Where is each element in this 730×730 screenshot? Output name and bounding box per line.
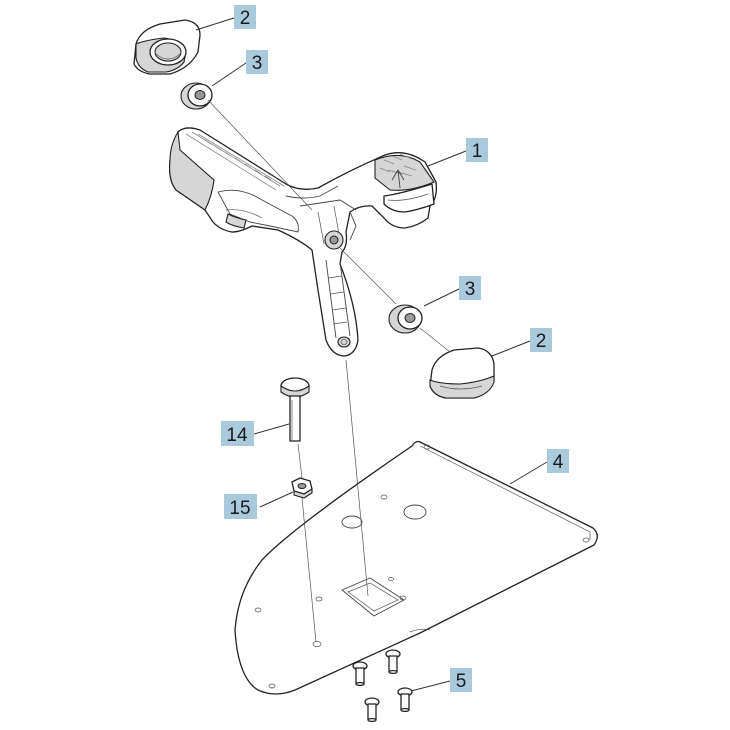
callout-label: 1 — [472, 141, 483, 162]
base-plate — [234, 440, 598, 695]
screw — [385, 649, 401, 675]
callout-1: 1 — [466, 138, 488, 162]
callout-label: 5 — [456, 671, 467, 692]
callout-label: 4 — [553, 452, 564, 473]
callout-label: 15 — [229, 498, 250, 519]
callout-2-top: 2 — [234, 5, 256, 29]
knob-bolt — [280, 377, 310, 442]
screw — [397, 687, 413, 713]
screw — [364, 697, 380, 723]
assembly-axis-lines — [207, 99, 451, 643]
callout-3-bottom: 3 — [459, 276, 481, 300]
screws — [352, 649, 413, 723]
end-cap-bottom — [429, 347, 495, 399]
handle-frame — [168, 127, 438, 357]
callout-4: 4 — [547, 449, 569, 473]
leader-lines — [195, 16, 548, 692]
callout-label: 3 — [465, 279, 476, 300]
end-cap-top — [133, 19, 201, 75]
callout-label: 14 — [226, 425, 248, 446]
callout-2-bottom: 2 — [530, 328, 552, 352]
callout-label: 2 — [240, 8, 251, 29]
bushing-top — [180, 82, 213, 110]
callout-label: 2 — [536, 331, 547, 352]
callout-15: 15 — [224, 494, 257, 519]
callout-5: 5 — [450, 668, 472, 692]
callout-14: 14 — [221, 421, 254, 446]
nut — [291, 477, 313, 499]
bushing-bottom — [388, 304, 423, 334]
screw — [352, 661, 368, 687]
callout-label: 3 — [252, 53, 263, 74]
callout-3-top: 3 — [246, 50, 268, 74]
